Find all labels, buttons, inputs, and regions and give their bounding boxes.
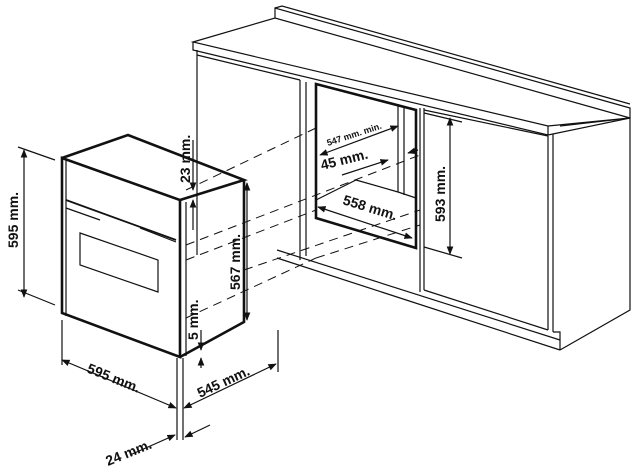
front-panel-label: 24 mm. — [103, 436, 154, 468]
oven-depth-label: 545 mm. — [195, 363, 253, 401]
oven-height-label: 595 mm. — [5, 192, 21, 248]
body-height-label: 567 mm. — [227, 234, 243, 290]
bottom-offset-label: 5 mm. — [185, 300, 201, 340]
top-offset-label: 23 mm. — [177, 135, 193, 183]
oven-width-label: 595 mm. — [85, 360, 143, 396]
opening-height-label: 593 mm. — [432, 166, 448, 222]
projection-lines — [185, 127, 421, 319]
kitchen-cabinet — [190, 5, 631, 351]
opening-depth-label: 558 mm. — [341, 192, 399, 224]
dimension-lines — [17, 112, 463, 456]
oven-appliance — [60, 133, 248, 359]
